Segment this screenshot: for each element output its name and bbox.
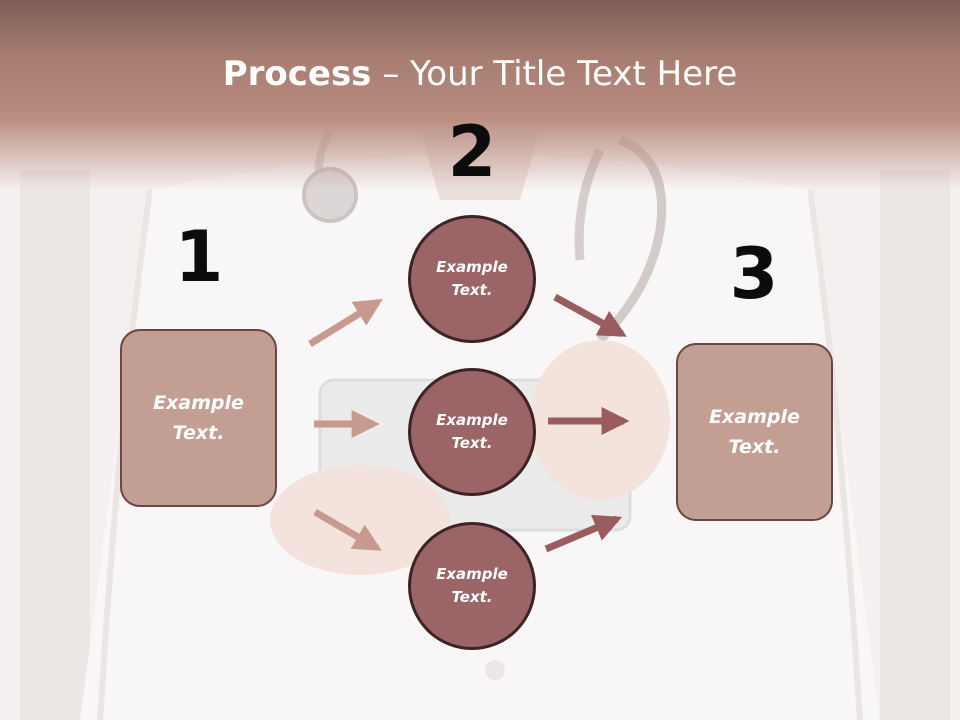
- right-box-line-1: Example: [709, 406, 800, 428]
- title-bold: Process: [222, 54, 372, 94]
- right-box-line-2: Text.: [728, 436, 781, 458]
- circle-bottom-line-1: Example: [436, 565, 508, 583]
- slide-title: Process – Your Title Text Here: [0, 52, 960, 96]
- arrow-circle-top-to-box: [553, 293, 627, 338]
- title-rest: – Your Title Text Here: [371, 54, 738, 94]
- left-box-line-2: Text.: [172, 422, 225, 444]
- arrow-circle-bottom-to-box: [544, 514, 623, 553]
- circle-top-line-2: Text.: [451, 281, 493, 299]
- step-number-1: 1: [174, 216, 224, 298]
- circle-middle-line-2: Text.: [451, 434, 493, 452]
- header-band: [0, 0, 960, 190]
- left-box-line-1: Example: [153, 392, 244, 414]
- arrow-box-to-circle-top: [308, 299, 383, 347]
- circle-top-line-1: Example: [436, 258, 508, 276]
- step-number-2: 2: [447, 111, 497, 193]
- arrow-box-to-circle-bottom: [313, 508, 382, 552]
- circle-middle-line-1: Example: [436, 411, 508, 429]
- step-number-3: 3: [729, 233, 779, 315]
- circle-bottom-line-2: Text.: [451, 588, 493, 606]
